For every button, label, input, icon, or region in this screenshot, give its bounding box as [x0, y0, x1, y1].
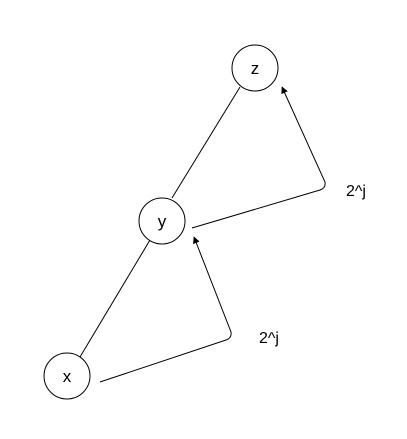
node-y-circle — [138, 197, 186, 245]
node-y: y — [138, 197, 186, 245]
node-y-label: y — [158, 212, 167, 231]
jump-arrow-y-z — [191, 86, 326, 229]
edge-x-y — [79, 239, 151, 358]
node-z: z — [231, 44, 279, 92]
jump-label-x-y: 2^j — [259, 330, 279, 347]
jump-arrow-x-y — [99, 236, 232, 383]
node-x-label: x — [63, 367, 72, 386]
node-x-circle — [43, 352, 91, 400]
node-z-label: z — [251, 59, 260, 78]
edge-y-z — [171, 86, 241, 199]
node-x: x — [43, 352, 91, 400]
jump-label-y-z: 2^j — [346, 183, 366, 200]
node-z-circle — [231, 44, 279, 92]
